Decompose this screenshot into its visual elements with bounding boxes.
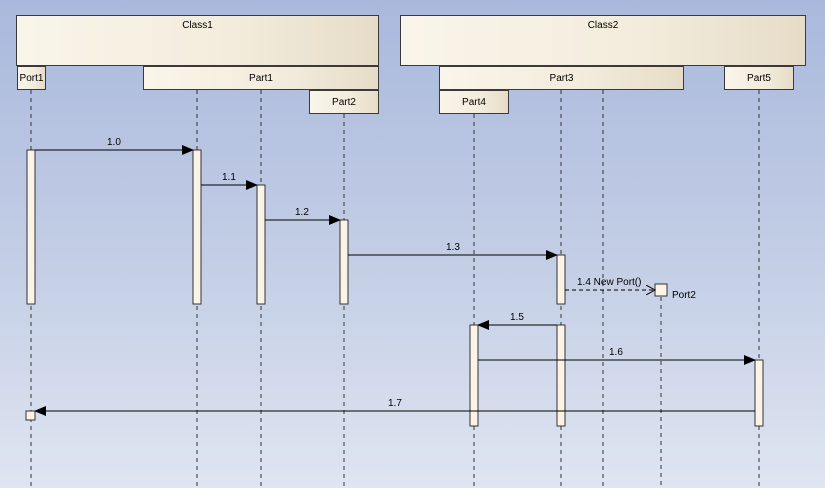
port1-label: Port1 — [19, 72, 44, 84]
activation-part3 — [556, 254, 566, 305]
class1-box[interactable]: Class1 — [16, 15, 379, 66]
message-1-2-label: 1.2 — [295, 207, 309, 218]
message-1-7-label: 1.7 — [388, 398, 402, 409]
part5-box[interactable]: Part5 — [724, 66, 794, 90]
activation-part4 — [469, 324, 479, 427]
message-1-6-label: 1.6 — [609, 347, 623, 358]
part4-label: Part4 — [462, 96, 486, 108]
message-1-1-label: 1.1 — [222, 172, 236, 183]
message-1-3-label: 1.3 — [446, 242, 460, 253]
activation-part2 — [339, 219, 349, 305]
part1-label: Part1 — [249, 72, 273, 84]
message-1-4-label: 1.4 New Port() — [577, 277, 642, 288]
activation-part1 — [192, 149, 202, 305]
part3-label: Part3 — [549, 72, 574, 84]
port2-created-label: Port2 — [672, 290, 696, 301]
message-1-5-label: 1.5 — [510, 312, 524, 323]
class1-name: Class1 — [182, 20, 213, 31]
part2-box[interactable]: Part2 — [309, 90, 379, 114]
activation-part1-b — [256, 184, 266, 305]
port2-created-object — [654, 283, 668, 297]
part5-label: Part5 — [747, 72, 771, 84]
message-1-0-label: 1.0 — [107, 137, 121, 148]
part1-box[interactable]: Part1 — [143, 66, 379, 90]
part3-box[interactable]: Part3 — [439, 66, 684, 90]
class2-name: Class2 — [587, 20, 619, 31]
class2-box[interactable]: Class2 — [400, 15, 806, 66]
activation-part5 — [754, 359, 764, 427]
port1-return-end — [25, 410, 36, 421]
activation-part3-late — [556, 324, 566, 427]
part2-label: Part2 — [332, 96, 356, 108]
activation-port1 — [26, 149, 36, 305]
port1-box[interactable]: Port1 — [17, 66, 46, 90]
part4-box[interactable]: Part4 — [439, 90, 509, 114]
